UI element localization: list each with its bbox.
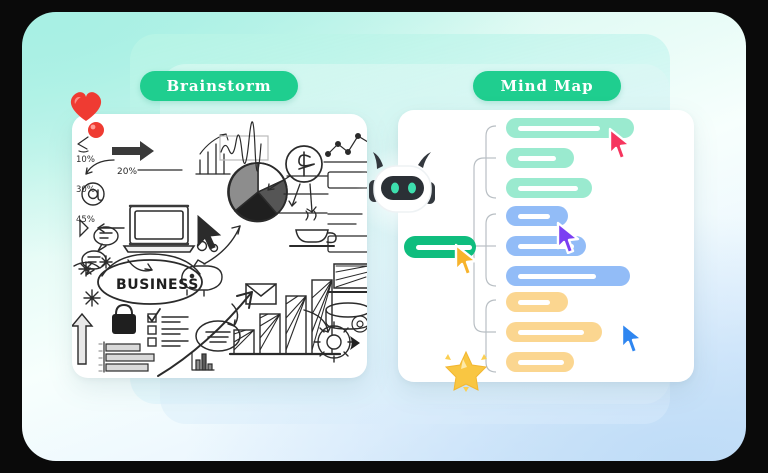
cursor-amber[interactable] xyxy=(448,240,482,276)
cursor-pink[interactable] xyxy=(602,124,636,160)
sketch-label-business: BUSINESS xyxy=(116,277,199,293)
sketch-label-45: 45% xyxy=(76,215,95,225)
sketch-label-30: 30% xyxy=(76,185,95,195)
dot-emoji xyxy=(88,122,104,138)
node-text-bar xyxy=(518,299,550,305)
antenna-icon xyxy=(373,152,431,169)
mindmap-node-teal-1[interactable] xyxy=(506,118,634,138)
node-text-bar xyxy=(518,185,578,191)
node-text-bar xyxy=(518,359,564,365)
node-text-bar xyxy=(518,155,556,161)
mindmap-node-amber-2[interactable] xyxy=(506,322,602,342)
heart-emoji xyxy=(70,92,102,121)
mindmap-node-blue-3[interactable] xyxy=(506,266,630,286)
mindmap-node-amber-1[interactable] xyxy=(506,292,568,312)
robot-eye-right xyxy=(408,182,416,194)
sketch-label-10: 10% xyxy=(76,155,95,165)
mindmap-node-blue-1[interactable] xyxy=(506,206,568,226)
node-text-bar xyxy=(518,243,574,249)
brainstorm-card[interactable]: 20% xyxy=(72,114,367,378)
robot-visor xyxy=(381,176,424,200)
mindmap-card[interactable] xyxy=(398,110,694,382)
section-pill-mindmap[interactable]: Mind Map xyxy=(473,71,621,101)
device-frame: Brainstorm Mind Map 20% xyxy=(22,12,746,461)
mindmap-node-teal-2[interactable] xyxy=(506,148,574,168)
brainstorm-sketch: 20% xyxy=(72,121,367,377)
node-text-bar xyxy=(416,244,472,250)
mindmap-node-teal-3[interactable] xyxy=(506,178,592,198)
node-text-bar xyxy=(518,213,550,219)
cursor-purple[interactable] xyxy=(550,218,584,254)
star-emoji xyxy=(444,350,488,392)
node-text-bar xyxy=(518,125,600,131)
robot-eye-left xyxy=(391,182,399,194)
node-text-bar xyxy=(518,329,584,335)
ai-robot-mascot[interactable] xyxy=(352,140,452,240)
sketch-label-20: 20% xyxy=(117,167,137,177)
section-pill-brainstorm[interactable]: Brainstorm xyxy=(140,71,298,101)
node-text-bar xyxy=(518,273,596,279)
mindmap-node-amber-3[interactable] xyxy=(506,352,574,372)
cursor-blue[interactable] xyxy=(614,318,648,354)
